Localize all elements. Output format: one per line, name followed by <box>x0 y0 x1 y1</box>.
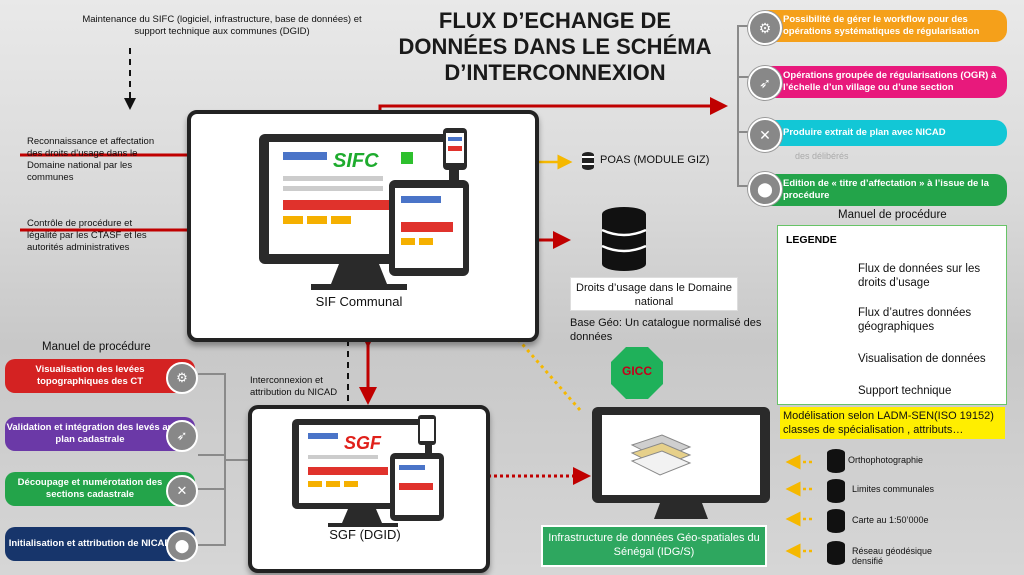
sgf-devices-illustration <box>292 415 444 527</box>
sif-communal-label: SIF Communal <box>315 294 403 309</box>
interconnexion-note: Interconnexion et attribution du NICAD <box>250 375 338 398</box>
map-layers-icon <box>630 434 692 476</box>
extrait-plan-item: Produire extrait de plan avec NICAD <box>757 120 1007 146</box>
sif-communal-panel: SIFC SIF Communal <box>187 110 539 342</box>
idg-label: Infrastructure de données Géo-spatiales … <box>541 525 767 567</box>
reconnaissance-note: Reconnaissance et affectation des droits… <box>27 136 155 183</box>
extrait-plan-item-text: Produire extrait de plan avec NICAD <box>783 127 946 138</box>
workflow-item-text: Possibilité de gérer le workflow pour de… <box>783 14 980 37</box>
sgf-panel: SGF SGF (DGID) <box>248 405 490 573</box>
poas-database-icon <box>582 152 594 170</box>
dataset-carte: Carte au 1:50’000e <box>852 515 929 525</box>
ogr-item: Opérations groupée de régularisations (O… <box>757 66 1007 98</box>
legend-visualisation: Visualisation de données <box>858 353 986 365</box>
legend-title: LEGENDE <box>786 234 837 246</box>
gicc-label: GICC <box>622 364 652 378</box>
titre-affectation-item-text: Edition de « titre d’affectation » à l’i… <box>783 178 989 201</box>
idg-monitor <box>592 407 770 519</box>
gicc-badge <box>611 347 663 399</box>
legend-support-technique: Support technique <box>858 385 952 397</box>
legend-droits-usage: Flux de données sur les droits d’usage <box>858 263 981 289</box>
sifc-logo: SIFC <box>333 150 379 172</box>
dataset-reseau-geodesique: Réseau géodésique densifié <box>852 546 933 566</box>
base-geo-label: Base Géo: Un catalogue normalisé des don… <box>570 317 762 343</box>
dataset-orthophotographie: Orthophotographie <box>848 455 924 465</box>
map-pin-icon: ⬤ <box>166 530 198 562</box>
tools-icon: ✕ <box>748 118 782 152</box>
manuel-procedure-right: Manuel de procédure <box>838 209 947 221</box>
maintenance-note: Maintenance du SIFC (logiciel, infrastru… <box>82 14 362 37</box>
dataset-stack <box>827 449 845 569</box>
carte-icon <box>827 509 845 533</box>
poas-label: POAS (MODULE GIZ) <box>600 154 710 166</box>
sgf-logo: SGF <box>344 433 382 453</box>
title-line-3: D’INTERCONNEXION <box>444 60 666 85</box>
droits-database-icon <box>601 207 647 271</box>
rocket-icon: ➶ <box>166 420 198 452</box>
title-line-1: FLUX D’ECHANGE DE <box>438 8 672 33</box>
reseau-icon <box>827 541 845 565</box>
modelisation-note: Modélisation selon LADM-SEN(ISO 19152) c… <box>780 407 1005 439</box>
ghost-text: des délibérés <box>795 151 849 161</box>
manuel-procedure-left: Manuel de procédure <box>42 341 151 353</box>
title-line-2: DONNÉES DANS LE SCHÉMA <box>398 34 712 59</box>
map-pin-icon: ⬤ <box>748 172 782 206</box>
visualisation-levees-item: Visualisation des levées topographiques … <box>5 359 195 393</box>
orthophotographie-icon <box>827 449 845 473</box>
limites-communales-icon <box>827 479 845 503</box>
tools-icon: ✕ <box>166 475 198 507</box>
decoupage-numerotation-text: Découpage et numérotation des sections c… <box>17 477 163 500</box>
diagram-title: FLUX D’ECHANGE DE DONNÉES DANS LE SCHÉMA… <box>385 8 725 86</box>
titre-affectation-item: Edition de « titre d’affectation » à l’i… <box>757 174 1007 206</box>
validation-integration-text: Validation et intégration des levés au p… <box>6 422 174 445</box>
legend-autres-donnees: Flux d’autres données géographiques <box>858 307 972 333</box>
gear-icon: ⚙ <box>748 11 782 45</box>
sgf-label: SGF (DGID) <box>329 527 401 542</box>
dataset-limites-communales: Limites communales <box>852 484 935 494</box>
visualisation-levees-text: Visualisation des levées topographiques … <box>35 364 145 387</box>
initialisation-nicad-item: Initialisation et attribution de NICAD <box>5 527 195 561</box>
initialisation-nicad-text: Initialisation et attribution de NICAD <box>8 538 172 549</box>
decoupage-numerotation-item: Découpage et numérotation des sections c… <box>5 472 195 506</box>
legend-box: LEGENDE Flux de données sur les droits d… <box>777 225 1007 405</box>
validation-integration-item: Validation et intégration des levés au p… <box>5 417 195 451</box>
gear-icon: ⚙ <box>166 362 198 394</box>
ogr-item-text: Opérations groupée de régularisations (O… <box>783 70 997 93</box>
sif-devices-illustration <box>259 128 469 290</box>
droits-usage-box: Droits d’usage dans le Domaine national <box>570 277 738 311</box>
controle-note: Contrôle de procédure et légalité par le… <box>27 218 147 253</box>
rocket-icon: ➶ <box>748 66 782 100</box>
workflow-item: Possibilité de gérer le workflow pour de… <box>757 10 1007 42</box>
